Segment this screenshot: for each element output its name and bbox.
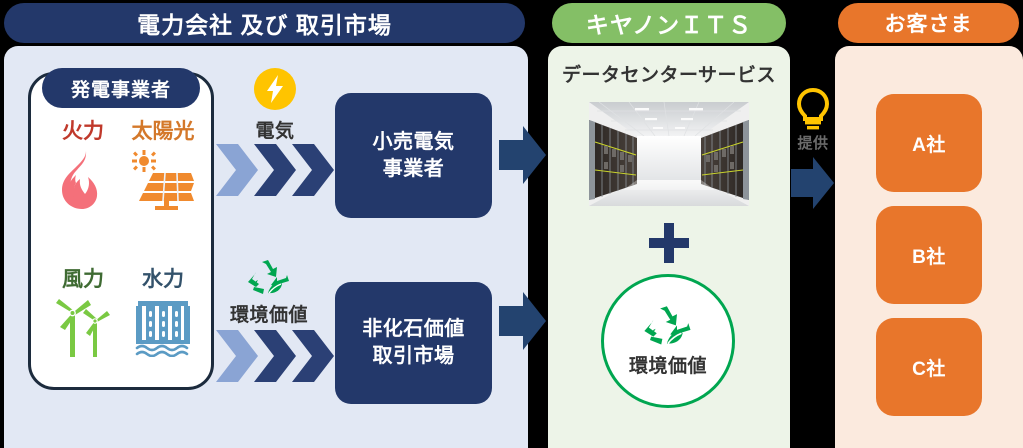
customer-box-a: A社 bbox=[876, 94, 982, 192]
flow-electricity: 電気 bbox=[220, 68, 330, 143]
energy-source-wind: 風力 bbox=[38, 268, 128, 359]
header-customer: お客さま bbox=[838, 3, 1019, 43]
energy-source-hydro: 水力 bbox=[118, 268, 208, 358]
customer-box-b: B社 bbox=[876, 206, 982, 304]
energy-source-thermal: 火力 bbox=[38, 120, 128, 211]
generator-card bbox=[28, 72, 214, 390]
lightbulb-icon bbox=[796, 88, 830, 130]
environmental-value-badge: 環境価値 bbox=[601, 274, 735, 408]
plus-icon bbox=[648, 222, 690, 264]
hydro-dam-icon bbox=[135, 301, 190, 358]
environmental-value-label: 環境価値 bbox=[628, 356, 707, 377]
energy-label-thermal: 火力 bbox=[62, 120, 104, 143]
box-market-line2: 取引市場 bbox=[372, 345, 455, 367]
data-center-photo bbox=[589, 102, 749, 206]
box-retail-line1: 小売電気 bbox=[372, 130, 455, 153]
recycle-leaf-icon bbox=[248, 260, 289, 294]
box-market-line1: 非化石価値 bbox=[362, 318, 465, 340]
energy-label-wind: 風力 bbox=[62, 268, 104, 291]
lightning-bolt-icon bbox=[254, 68, 296, 110]
chevron-arrows-environmental-value bbox=[216, 330, 334, 382]
block-arrow-envvalue-to-canon bbox=[499, 292, 546, 350]
box-retail-line2: 事業者 bbox=[382, 157, 445, 180]
flame-icon bbox=[62, 151, 98, 210]
solar-panel-icon bbox=[132, 150, 194, 211]
generator-badge: 発電事業者 bbox=[42, 68, 200, 108]
flow-label-environmental-value: 環境価値 bbox=[229, 305, 308, 326]
energy-label-hydro: 水力 bbox=[142, 268, 184, 291]
header-canon-its: キヤノンＩＴＳ bbox=[552, 3, 786, 43]
header-power-company: 電力会社 及び 取引市場 bbox=[4, 3, 525, 43]
provide-label: 提供 bbox=[797, 135, 829, 152]
energy-source-solar: 太陽光 bbox=[118, 120, 208, 211]
customer-box-c: C社 bbox=[876, 318, 982, 416]
energy-label-solar: 太陽光 bbox=[131, 120, 195, 143]
wind-turbine-icon bbox=[56, 299, 110, 358]
box-nonfossil-value-market: 非化石価値 取引市場 bbox=[335, 282, 492, 404]
flow-environmental-value: 環境価値 bbox=[214, 258, 324, 327]
block-arrow-provide-to-customer bbox=[791, 157, 834, 209]
box-retail-electricity-provider: 小売電気 事業者 bbox=[335, 93, 492, 218]
provide-flow: 提供 bbox=[790, 88, 836, 211]
recycle-leaf-icon bbox=[644, 306, 691, 345]
flow-label-electricity: 電気 bbox=[255, 121, 295, 142]
chevron-arrows-electricity bbox=[216, 144, 334, 196]
datacenter-title: データセンターサービス bbox=[561, 65, 777, 86]
block-arrow-electricity-to-canon bbox=[499, 126, 546, 184]
